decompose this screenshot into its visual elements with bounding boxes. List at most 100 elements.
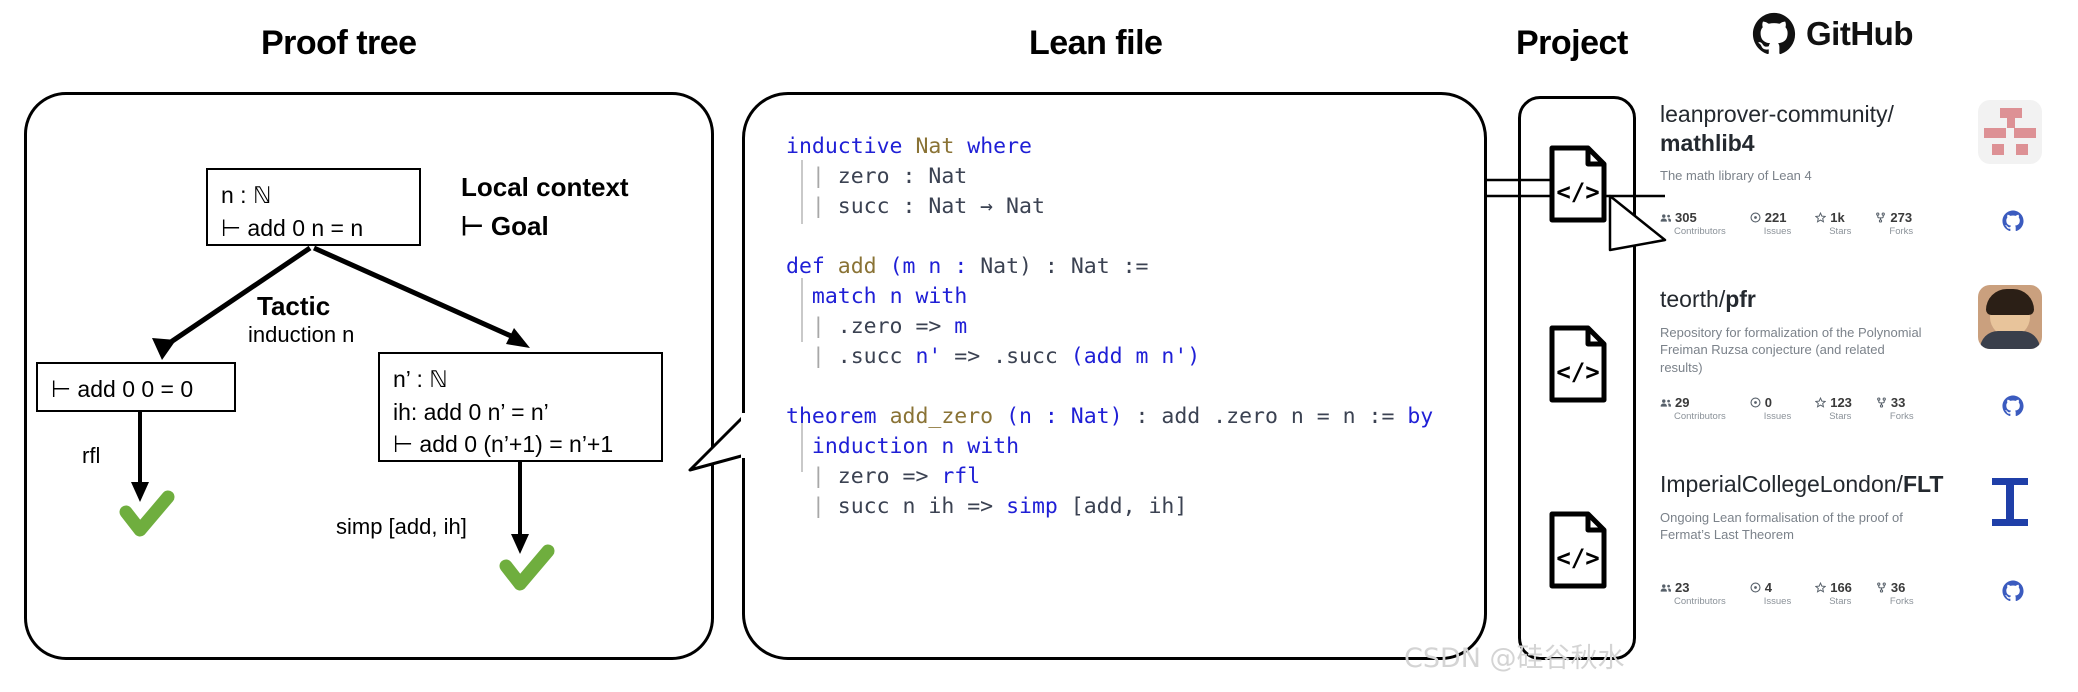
code-token: inductive xyxy=(786,134,903,159)
repo-description: Repository for formalization of the Poly… xyxy=(1660,324,1922,375)
svg-text:</>: </> xyxy=(1556,358,1599,386)
code-token xyxy=(903,284,916,309)
code-token: | xyxy=(786,314,838,339)
code-line-7: | .zero => m xyxy=(786,312,1466,342)
goal-root-line2: ⊢ add 0 n = n xyxy=(221,214,364,241)
code-token: (m n : xyxy=(889,254,968,279)
stat-caption: Issues xyxy=(1763,411,1792,422)
goal-box-root: n : ℕ ⊢ add 0 n = n xyxy=(206,168,421,246)
github-mark-icon[interactable] xyxy=(2002,210,2024,232)
code-line-6: match n with xyxy=(786,282,1466,312)
stat-contributors: 29 Contributors xyxy=(1660,395,1726,422)
repo-card[interactable]: teorth/pfr Repository for formalization … xyxy=(1660,285,2060,422)
section-title-project: Project xyxy=(1516,24,1628,62)
stat-caption: Contributors xyxy=(1674,226,1726,237)
code-token: (n : Nat) xyxy=(1006,404,1123,429)
repo-title[interactable]: teorth/pfr xyxy=(1660,285,1918,314)
stat-value: 1k xyxy=(1830,210,1845,225)
repo-owner: leanprover-community/ xyxy=(1660,101,1894,127)
section-title-proof-tree: Proof tree xyxy=(261,24,417,62)
stat-contributors: 23 Contributors xyxy=(1660,580,1726,607)
github-mark-icon[interactable] xyxy=(2002,395,2024,417)
stat-caption: Stars xyxy=(1829,226,1852,237)
stat-value: 166 xyxy=(1830,580,1852,595)
repo-description: Ongoing Lean formalisation of the proof … xyxy=(1660,509,1903,543)
github-brand-label: GitHub xyxy=(1806,15,1913,52)
code-token: with xyxy=(915,284,968,309)
code-token: theorem xyxy=(786,404,877,429)
stat-value: 33 xyxy=(1890,395,1906,410)
code-token: n' xyxy=(915,344,942,369)
code-line-2: | zero : Nat xyxy=(786,162,1466,192)
code-indent-guide xyxy=(801,160,803,224)
star-icon xyxy=(1815,397,1827,408)
legend-local-context: Local context ⊢ Goal xyxy=(461,168,629,246)
repo-avatar-flt xyxy=(1978,470,2042,534)
section-title-lean-file: Lean file xyxy=(1029,24,1163,62)
stat-caption: Issues xyxy=(1763,226,1792,237)
stat-contributors: 305 Contributors xyxy=(1660,210,1726,237)
goal-succ-line1: n’ : ℕ xyxy=(393,366,448,392)
code-token xyxy=(954,134,967,159)
code-token: zero : Nat xyxy=(837,164,968,189)
svg-text:</>: </> xyxy=(1556,178,1599,206)
code-token: | xyxy=(786,494,838,519)
repo-title[interactable]: ImperialCollegeLondon/FLT xyxy=(1660,470,1943,499)
repo-avatar-mathlib4 xyxy=(1978,100,2042,164)
svg-text:</>: </> xyxy=(1556,544,1599,572)
edge-label-simp: simp [add, ih] xyxy=(336,514,467,539)
code-token xyxy=(993,404,1006,429)
repo-owner: teorth/ xyxy=(1660,286,1726,312)
code-token: succ : Nat → Nat xyxy=(837,194,1045,219)
code-token: : add .zero n = n := xyxy=(1122,404,1408,429)
code-token xyxy=(903,134,916,159)
code-token: with xyxy=(967,434,1020,459)
stat-stars: 123 Stars xyxy=(1815,395,1852,422)
code-token xyxy=(786,284,812,309)
fork-icon xyxy=(1876,212,1886,223)
code-indent-guide xyxy=(801,278,803,342)
repo-card[interactable]: leanprover-community/ mathlib4 The math … xyxy=(1660,100,2060,237)
code-token: m xyxy=(954,314,968,339)
people-icon xyxy=(1660,584,1671,592)
code-token xyxy=(825,254,838,279)
stat-issues: 0 Issues xyxy=(1750,395,1791,422)
code-token: where xyxy=(967,134,1032,159)
code-file-icon[interactable]: </> xyxy=(1546,324,1610,404)
lean-code-block[interactable]: inductive Nat where | zero : Nat | succ … xyxy=(786,132,1466,522)
repo-name: pfr xyxy=(1725,286,1756,312)
code-line-9 xyxy=(786,372,1466,402)
code-line-4 xyxy=(786,222,1466,252)
code-token: def xyxy=(786,254,825,279)
imperial-logo-icon xyxy=(1992,478,2028,526)
code-token: | xyxy=(786,464,838,489)
code-token xyxy=(928,434,941,459)
code-file-icon[interactable]: </> xyxy=(1546,144,1610,224)
code-token: => .succ xyxy=(941,344,1071,369)
stat-forks: 36 Forks xyxy=(1876,580,1914,607)
code-token: | xyxy=(786,194,838,219)
code-token xyxy=(786,434,812,459)
github-mark-icon[interactable] xyxy=(2002,580,2024,602)
code-token: by xyxy=(1407,404,1434,429)
watermark: CSDN @硅谷秋水 xyxy=(1404,643,1625,674)
code-line-11: induction n with xyxy=(786,432,1466,462)
goal-box-zero-case: ⊢ add 0 0 = 0 xyxy=(36,362,236,412)
star-icon xyxy=(1815,212,1827,223)
label-tactic: Tactic xyxy=(257,291,331,321)
fork-icon xyxy=(1877,582,1886,593)
code-token: [add, ih] xyxy=(1057,494,1188,519)
legend-line-local-context: Local context xyxy=(461,172,629,202)
repo-title[interactable]: leanprover-community/ mathlib4 xyxy=(1660,100,1918,157)
stat-value: 221 xyxy=(1764,210,1787,225)
code-token: add xyxy=(837,254,877,279)
repo-card[interactable]: ImperialCollegeLondon/FLT Ongoing Lean f… xyxy=(1660,470,2060,607)
repo-avatar-pfr xyxy=(1978,285,2042,349)
stat-issues: 221 Issues xyxy=(1750,210,1791,237)
code-indent-guide xyxy=(801,408,803,472)
stat-caption: Forks xyxy=(1889,596,1914,607)
lean-file-panel xyxy=(742,92,1487,660)
code-file-icon[interactable]: </> xyxy=(1546,510,1610,590)
people-icon xyxy=(1660,214,1671,222)
